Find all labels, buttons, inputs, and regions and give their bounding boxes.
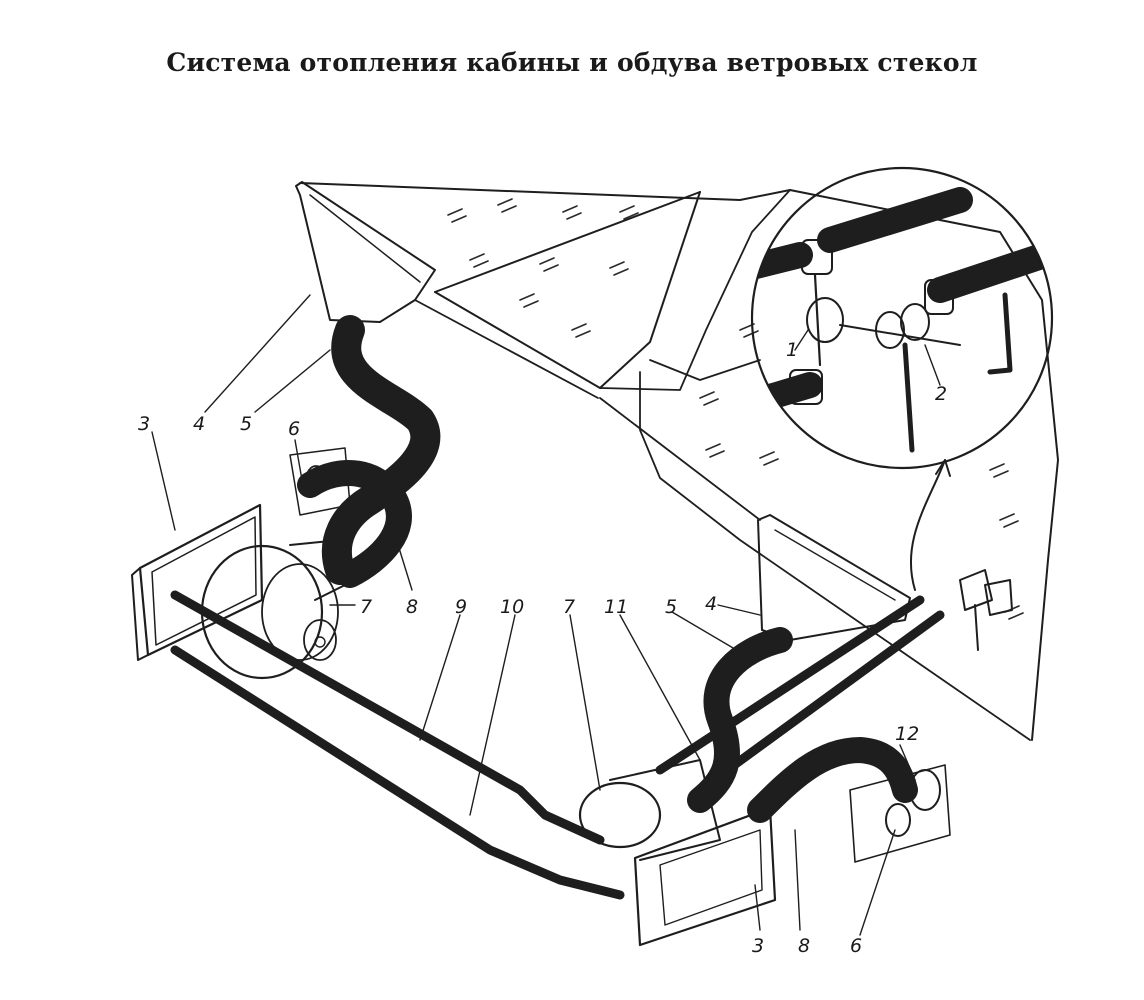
callout-11: 11 xyxy=(604,596,628,618)
callout-3-right: 3 xyxy=(752,935,764,957)
left-heater-radiator xyxy=(131,503,264,661)
callout-4-right: 4 xyxy=(705,593,717,615)
air-intake-valve xyxy=(849,764,951,863)
callout-1-inset: 1 xyxy=(786,339,798,361)
right-corrugated-hoses xyxy=(687,627,918,823)
callout-3-left: 3 xyxy=(138,413,150,435)
callout-8-right: 8 xyxy=(798,935,810,957)
right-defroster-nozzle xyxy=(757,514,911,641)
diagram-title: Система отопления кабины и обдува ветров… xyxy=(166,48,978,77)
tap-handles xyxy=(959,569,1013,651)
inset-pointer-arrow xyxy=(910,459,951,591)
heater-pipes xyxy=(170,590,625,900)
callout-7-left: 7 xyxy=(360,596,372,618)
callout-4-left: 4 xyxy=(193,413,205,435)
callout-8-left: 8 xyxy=(406,596,418,618)
callout-5-right: 5 xyxy=(665,596,677,618)
valve-detail-inset xyxy=(750,166,1054,470)
right-heater-assembly xyxy=(578,595,945,947)
callout-labels: 3 4 5 6 8 7 9 10 7 11 5 4 12 3 8 6 1 2 xyxy=(138,339,947,957)
callout-9: 9 xyxy=(455,596,467,618)
callout-10: 10 xyxy=(500,596,524,618)
callout-12: 12 xyxy=(895,723,919,745)
callout-7-right: 7 xyxy=(563,596,575,618)
callout-6-left: 6 xyxy=(288,418,300,440)
callout-2-inset: 2 xyxy=(935,383,947,405)
leader-lines xyxy=(151,294,941,936)
left-defroster-nozzle xyxy=(295,181,436,323)
windshield-glass-marks xyxy=(447,198,1024,620)
left-valve-bracket xyxy=(289,447,351,516)
left-corrugated-hose xyxy=(297,315,441,588)
callout-5-left: 5 xyxy=(240,413,252,435)
callout-6-right: 6 xyxy=(850,935,862,957)
